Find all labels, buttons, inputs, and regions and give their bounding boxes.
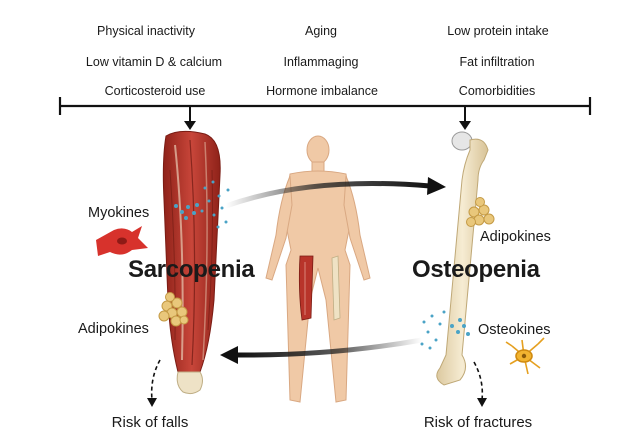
muscle-cell-icon xyxy=(96,226,148,256)
factor-center-3: Hormone imbalance xyxy=(266,84,378,98)
factor-left-1: Physical inactivity xyxy=(97,24,195,38)
label-sarcopenia: Sarcopenia xyxy=(128,256,255,283)
human-figure xyxy=(265,135,371,403)
arrow-muscle-to-bone xyxy=(225,177,446,209)
factor-center-2: Inflammaging xyxy=(283,55,359,69)
myokine-dots xyxy=(174,180,230,229)
label-osteopenia: Osteopenia xyxy=(412,256,540,283)
timeline-bar xyxy=(58,97,592,115)
factor-left-2: Low vitamin D & calcium xyxy=(85,55,223,69)
factor-center-1: Aging xyxy=(305,24,337,38)
pointer-arrow-left xyxy=(184,106,196,130)
pointer-arrow-right xyxy=(459,106,471,130)
label-adipokines-right: Adipokines xyxy=(480,229,551,245)
arrow-bone-to-muscle xyxy=(220,337,423,364)
factor-right-1: Low protein intake xyxy=(447,24,549,38)
fat-cell-icon xyxy=(466,197,495,227)
outcome-risk-of-fractures: Risk of fractures xyxy=(423,414,533,431)
label-adipokines-left: Adipokines xyxy=(78,321,149,337)
outcome-risk-of-falls: Risk of falls xyxy=(111,414,189,431)
label-osteokines: Osteokines xyxy=(478,322,551,338)
osteokine-dots xyxy=(420,310,470,350)
fat-cell-icon xyxy=(158,292,189,327)
factor-left-3: Corticosteroid use xyxy=(104,84,206,98)
figure-thigh-muscle xyxy=(298,255,314,321)
label-myokines: Myokines xyxy=(88,205,150,221)
osteocyte-icon xyxy=(505,337,545,375)
dashed-arrow-falls xyxy=(147,359,161,407)
factor-right-2: Fat infiltration xyxy=(459,55,535,69)
figure-femur xyxy=(331,255,341,321)
factor-right-3: Comorbidities xyxy=(458,84,536,98)
dashed-arrow-fractures xyxy=(473,361,487,407)
